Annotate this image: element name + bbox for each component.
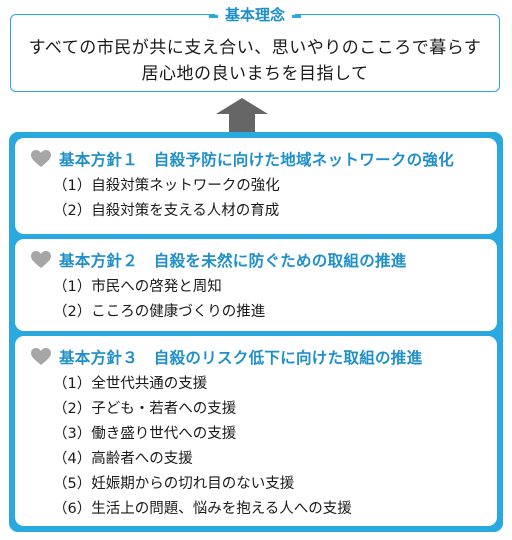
policy-title-1: 基本方針１ 自殺予防に向けた地域ネットワークの強化 — [59, 151, 455, 169]
policy-1-item-2: （2）自殺対策を支える人材の育成 — [53, 203, 280, 219]
philosophy-text: すべての市民が共に支え合い、思いやりのこころで暮らす 居心地の良いまちを目指して — [11, 35, 499, 87]
heart-icon — [31, 348, 51, 365]
policy-items-3: （1）全世代共通の支援 （2）子ども・若者への支援 （3）働き盛り世代への支援 … — [31, 372, 487, 522]
policy-header-3: 基本方針３ 自殺のリスク低下に向けた取組の推進 — [31, 346, 487, 368]
policy-title-2: 基本方針２ 自殺を未然に防ぐための取組の推進 — [59, 252, 407, 270]
policy-items-2: （1）市民への啓発と周知 （2）こころの健康づくりの推進 — [31, 275, 487, 325]
policy-3-item-3: （3）働き盛り世代への支援 — [53, 426, 237, 442]
heart-icon — [31, 150, 51, 167]
policy-title-3: 基本方針３ 自殺のリスク低下に向けた取組の推進 — [59, 349, 423, 367]
policy-3-item-1: （1）全世代共通の支援 — [53, 376, 208, 392]
policy-3-item-2: （2）子ども・若者への支援 — [53, 401, 237, 417]
policy-3-item-5: （5）妊娠期からの切れ目のない支援 — [53, 476, 295, 492]
philosophy-box: 基本理念 すべての市民が共に支え合い、思いやりのこころで暮らす 居心地の良いまち… — [10, 5, 500, 92]
policies-container: 基本方針１ 自殺予防に向けた地域ネットワークの強化 （1）自殺対策ネットワークの… — [9, 132, 503, 532]
policy-items-1: （1）自殺対策ネットワークの強化 （2）自殺対策を支える人材の育成 — [31, 174, 487, 224]
heart-icon — [31, 251, 51, 268]
policy-card-3: 基本方針３ 自殺のリスク低下に向けた取組の推進 （1）全世代共通の支援 （2）子… — [15, 336, 497, 526]
policy-3-item-4: （4）高齢者への支援 — [53, 451, 193, 467]
policy-2-item-1: （1）市民への啓発と周知 — [53, 279, 222, 295]
up-arrow-icon — [216, 98, 268, 132]
policy-header-2: 基本方針２ 自殺を未然に防ぐための取組の推進 — [31, 249, 487, 271]
philosophy-line-2: 居心地の良いまちを目指して — [141, 64, 369, 84]
policy-header-1: 基本方針１ 自殺予防に向けた地域ネットワークの強化 — [31, 148, 487, 170]
policy-2-item-2: （2）こころの健康づくりの推進 — [53, 304, 266, 320]
policy-card-2: 基本方針２ 自殺を未然に防ぐための取組の推進 （1）市民への啓発と周知 （2）こ… — [15, 239, 497, 331]
policy-3-item-6: （6）生活上の問題、悩みを抱える人への支援 — [53, 501, 352, 517]
policy-card-1: 基本方針１ 自殺予防に向けた地域ネットワークの強化 （1）自殺対策ネットワークの… — [15, 138, 497, 234]
philosophy-title: 基本理念 — [208, 5, 302, 25]
philosophy-line-1: すべての市民が共に支え合い、思いやりのこころで暮らす — [28, 38, 482, 58]
policy-1-item-1: （1）自殺対策ネットワークの強化 — [53, 178, 280, 194]
